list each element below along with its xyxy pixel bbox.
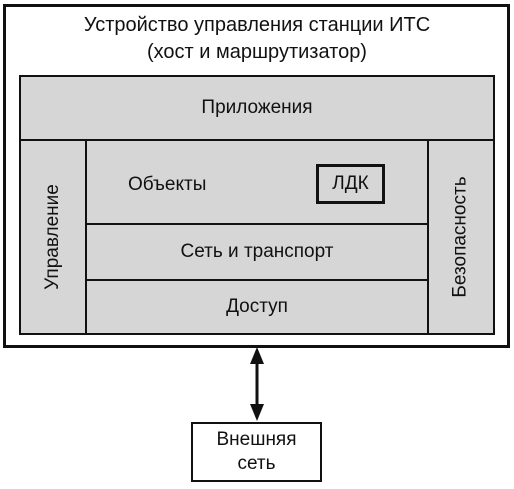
objects-label: Объекты	[128, 174, 207, 195]
device-title: Устройство управления станции ИТС (хост …	[0, 12, 514, 66]
arrow-head-up	[250, 347, 264, 364]
external-network-line2: сеть	[237, 453, 276, 474]
ldk-label: ЛДК	[332, 173, 369, 194]
applications-label: Приложения	[201, 97, 313, 118]
external-network-box: Внешняя сеть	[191, 422, 322, 482]
applications-layer: Приложения	[19, 75, 495, 141]
security-layer: Безопасность	[427, 139, 495, 335]
device-title-line2: (хост и маршрутизатор)	[147, 41, 367, 63]
arrow-head-down	[250, 404, 264, 421]
network-transport-layer: Сеть и транспорт	[85, 223, 429, 281]
access-layer: Доступ	[85, 279, 429, 335]
access-label: Доступ	[226, 296, 288, 317]
management-layer: Управление	[19, 139, 87, 335]
device-title-line1: Устройство управления станции ИТС	[83, 14, 431, 36]
external-network-line1: Внешняя	[216, 429, 297, 450]
ldk-box: ЛДК	[316, 164, 385, 204]
network-transport-label: Сеть и транспорт	[180, 241, 334, 262]
